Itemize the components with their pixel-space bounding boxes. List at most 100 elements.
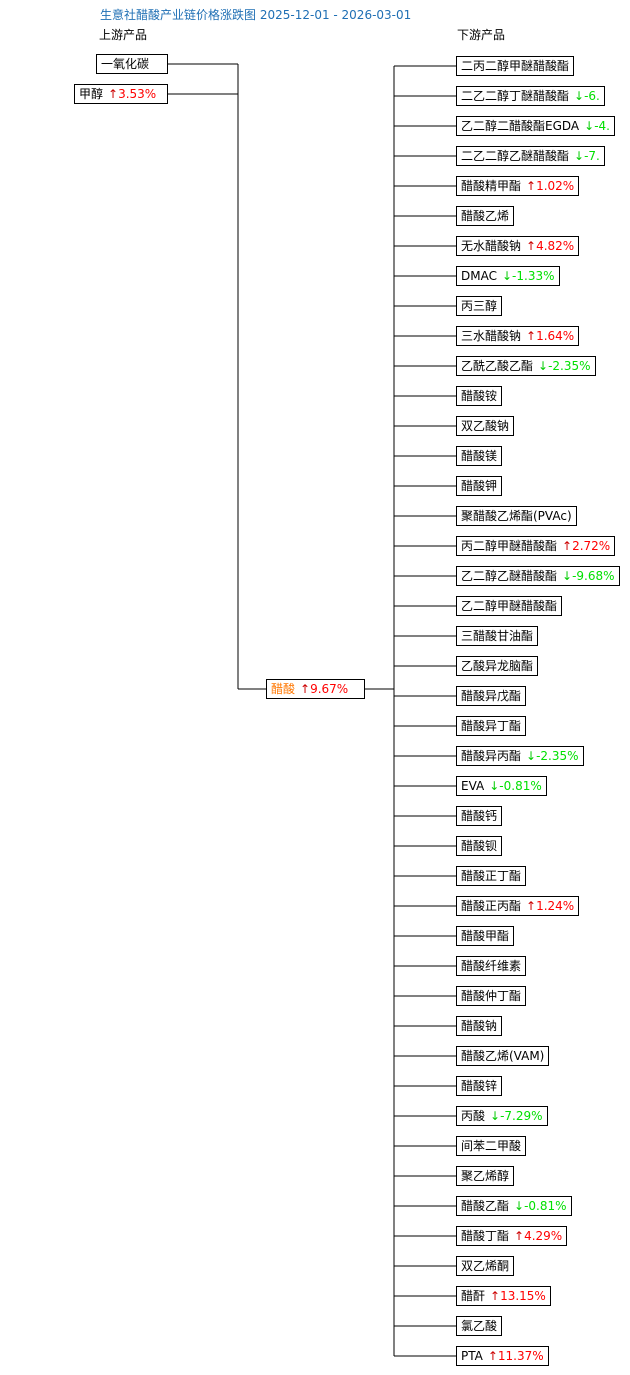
- product-name: 双乙烯酮: [461, 1259, 510, 1273]
- downstream-node[interactable]: 醋酸乙烯: [456, 206, 515, 226]
- downstream-node[interactable]: 醋酸精甲酯↑1.02%: [456, 176, 580, 196]
- downstream-node[interactable]: 乙酰乙酸乙酯↓-2.35%: [456, 356, 596, 376]
- downstream-node[interactable]: 醋酸异丁酯: [456, 716, 527, 736]
- downstream-node[interactable]: 醋酸仲丁酯: [456, 986, 527, 1006]
- product-name: DMAC: [461, 269, 497, 283]
- downstream-node[interactable]: 醋酸钡: [456, 836, 503, 856]
- downstream-node[interactable]: 醋酸纤维素: [456, 956, 527, 976]
- change-percent: -4.: [594, 119, 610, 133]
- downstream-node[interactable]: 醋酸甲酯: [456, 926, 515, 946]
- downstream-node[interactable]: EVA↓-0.81%: [456, 776, 547, 796]
- downstream-node[interactable]: 醋酸异丙酯↓-2.35%: [456, 746, 584, 766]
- downstream-node[interactable]: 醋酸正丙酯↑1.24%: [456, 896, 580, 916]
- downstream-node[interactable]: 丙二醇甲醚醋酸酯↑2.72%: [456, 536, 616, 556]
- product-name: 聚乙烯醇: [461, 1169, 510, 1183]
- downstream-node[interactable]: 三醋酸甘油酯: [456, 626, 539, 646]
- downstream-node[interactable]: 丙酸↓-7.29%: [456, 1106, 548, 1126]
- downstream-node[interactable]: 醋酸锌: [456, 1076, 503, 1096]
- upstream-column-label: 上游产品: [99, 28, 148, 42]
- product-name: 醋酸钙: [461, 809, 498, 823]
- change-value: ↓-1.33%: [502, 267, 555, 285]
- downstream-node[interactable]: 二乙二醇乙醚醋酸酯↓-7.: [456, 146, 605, 166]
- downstream-node[interactable]: 丙三醇: [456, 296, 503, 316]
- change-percent: 1.02%: [536, 179, 575, 193]
- center-node-acetic-acid[interactable]: 醋酸↑9.67%: [266, 679, 365, 699]
- product-name: 醋酸甲酯: [461, 929, 510, 943]
- downstream-node[interactable]: PTA ↑11.37%: [456, 1346, 549, 1366]
- arrow-up-icon: ↑: [490, 1289, 501, 1303]
- downstream-node[interactable]: 乙二醇甲醚醋酸酯: [456, 596, 563, 616]
- change-percent: 1.24%: [536, 899, 575, 913]
- change-percent: 11.37%: [497, 1349, 544, 1363]
- downstream-node[interactable]: 二乙二醇丁醚醋酸酯↓-6.: [456, 86, 605, 106]
- downstream-node[interactable]: 醋酸乙酯↓-0.81%: [456, 1196, 572, 1216]
- arrow-up-icon: ↑: [526, 899, 537, 913]
- change-percent: 4.29%: [524, 1229, 563, 1243]
- downstream-node[interactable]: 氯乙酸: [456, 1316, 503, 1336]
- product-name: 二丙二醇甲醚醋酸酯: [461, 59, 570, 73]
- product-name: PTA: [461, 1349, 483, 1363]
- downstream-node[interactable]: 聚乙烯醇: [456, 1166, 515, 1186]
- downstream-node[interactable]: 醋酸铵: [456, 386, 503, 406]
- product-name: 醋酸铵: [461, 389, 498, 403]
- change-value: ↑1.24%: [526, 897, 574, 915]
- downstream-node[interactable]: 双乙酸钠: [456, 416, 515, 436]
- upstream-node[interactable]: 甲醇↑3.53%: [74, 84, 168, 104]
- arrow-up-icon: ↑: [108, 87, 119, 101]
- downstream-node[interactable]: 醋酸正丁酯: [456, 866, 527, 886]
- product-name: 乙二醇甲醚醋酸酯: [461, 599, 558, 613]
- downstream-node[interactable]: 醋酸钾: [456, 476, 503, 496]
- change-percent: -2.35%: [536, 749, 579, 763]
- product-name: 乙二醇乙醚醋酸酯: [461, 569, 558, 583]
- product-name: 醋酸锌: [461, 1079, 498, 1093]
- product-name: 无水醋酸钠: [461, 239, 522, 253]
- product-name: 醋酸异丙酯: [461, 749, 522, 763]
- product-name: 醋酸乙烯: [461, 209, 510, 223]
- product-name: 醋酸钠: [461, 1019, 498, 1033]
- product-name: 三水醋酸钠: [461, 329, 522, 343]
- product-name: 醋酸正丁酯: [461, 869, 522, 883]
- arrow-up-icon: ↑: [526, 179, 537, 193]
- downstream-column-label: 下游产品: [457, 28, 506, 42]
- downstream-node[interactable]: 醋酸异戊酯: [456, 686, 527, 706]
- product-name: 丙酸: [461, 1109, 486, 1123]
- downstream-node[interactable]: 间苯二甲酸: [456, 1136, 527, 1156]
- product-name: 醋酸镁: [461, 449, 498, 463]
- downstream-node[interactable]: 醋酐 ↑13.15%: [456, 1286, 551, 1306]
- arrow-up-icon: ↑: [300, 682, 311, 696]
- upstream-node[interactable]: 一氧化碳: [96, 54, 168, 74]
- title-text: 生意社醋酸产业链价格涨跌图: [100, 8, 257, 22]
- change-percent: 2.72%: [572, 539, 611, 553]
- change-percent: -7.: [584, 149, 600, 163]
- change-value: ↑11.37%: [488, 1347, 544, 1365]
- downstream-node[interactable]: 醋酸丁酯↑4.29%: [456, 1226, 568, 1246]
- arrow-down-icon: ↓: [514, 1199, 525, 1213]
- downstream-node[interactable]: 醋酸钠: [456, 1016, 503, 1036]
- downstream-node[interactable]: 三水醋酸钠 ↑1.64%: [456, 326, 580, 346]
- product-name: 醋酐: [461, 1289, 486, 1303]
- product-name: 聚醋酸乙烯酯(PVAc): [461, 509, 572, 523]
- downstream-node[interactable]: 二丙二醇甲醚醋酸酯: [456, 56, 575, 76]
- downstream-node[interactable]: 双乙烯酮: [456, 1256, 515, 1276]
- change-value: ↓-4.: [584, 117, 610, 135]
- change-percent: -0.81%: [499, 779, 542, 793]
- downstream-node[interactable]: 醋酸钙: [456, 806, 503, 826]
- change-percent: 13.15%: [500, 1289, 546, 1303]
- downstream-node[interactable]: 乙酸异龙脑酯: [456, 656, 539, 676]
- product-name: 醋酸乙烯(VAM): [461, 1049, 545, 1063]
- change-value: ↓-6.: [574, 87, 600, 105]
- change-percent: -7.29%: [500, 1109, 543, 1123]
- downstream-node[interactable]: 乙二醇乙醚醋酸酯↓-9.68%: [456, 566, 620, 586]
- product-name: 甲醇: [79, 87, 104, 101]
- change-value: ↑1.64%: [526, 327, 574, 345]
- downstream-node[interactable]: DMAC ↓-1.33%: [456, 266, 560, 286]
- downstream-node[interactable]: 无水醋酸钠↑4.82%: [456, 236, 580, 256]
- downstream-node[interactable]: 醋酸乙烯(VAM): [456, 1046, 550, 1066]
- downstream-node[interactable]: 乙二醇二醋酸酯EGDA↓-4.: [456, 116, 615, 136]
- product-name: 醋酸乙酯: [461, 1199, 510, 1213]
- product-name: 醋酸异丁酯: [461, 719, 522, 733]
- downstream-node[interactable]: 醋酸镁: [456, 446, 503, 466]
- change-percent: -2.35%: [548, 359, 591, 373]
- downstream-node[interactable]: 聚醋酸乙烯酯(PVAc): [456, 506, 577, 526]
